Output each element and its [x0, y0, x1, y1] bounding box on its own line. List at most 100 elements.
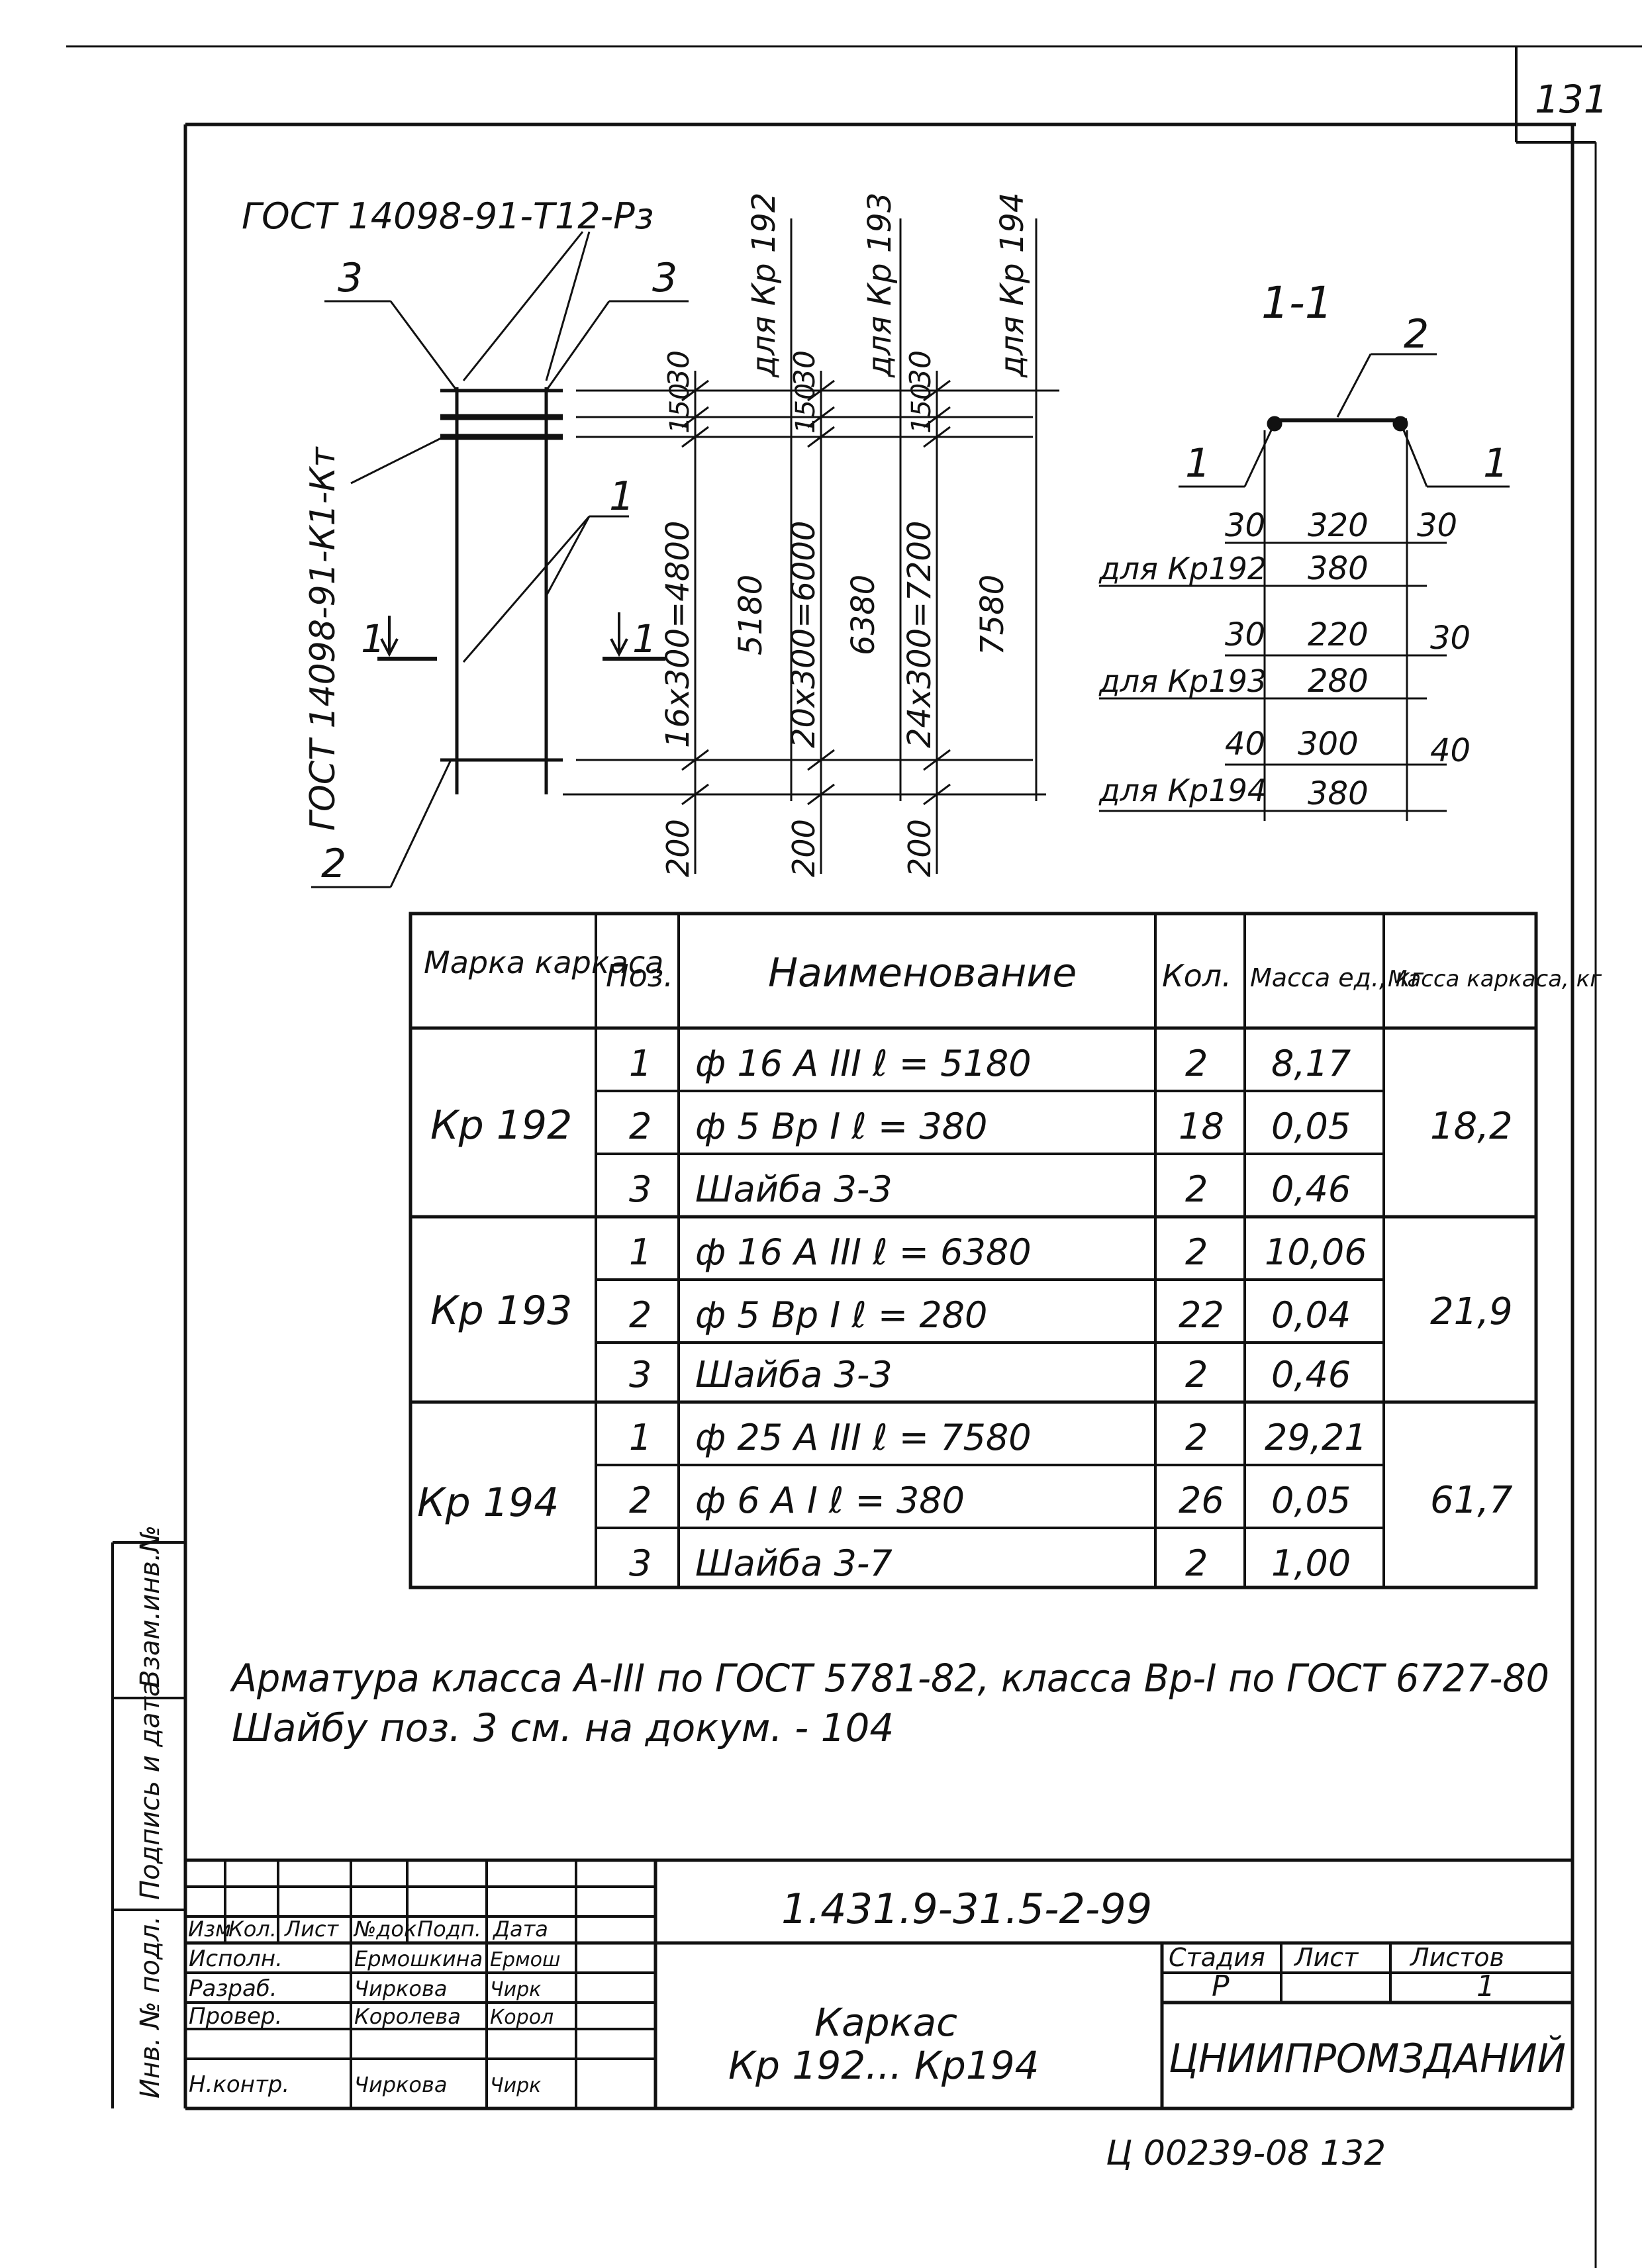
tb-header-list: Лист [284, 1916, 339, 1942]
header-qty: Кол. [1162, 958, 1232, 994]
header-mass-frame: Масса каркаса, кг [1388, 966, 1602, 992]
section-pos1-left: 1 [1185, 440, 1210, 487]
table-cell: 26 [1179, 1480, 1224, 1521]
for-kp194-label: для Кр 194 [994, 193, 1031, 378]
dim-150-kp193: 150 [791, 383, 821, 434]
table-cell: ф 6 А I ℓ = 380 [695, 1480, 965, 1521]
table-cell: ф 16 А III ℓ = 6380 [695, 1231, 1032, 1273]
table-cell: 2 [629, 1294, 652, 1336]
header-pos: Поз. [606, 958, 673, 994]
callout-pos1: 1 [609, 473, 634, 520]
table-cell: ф 16 А III ℓ = 5180 [695, 1043, 1032, 1084]
for-kp192-label: для Кр 192 [746, 193, 783, 378]
section-pos1-right: 1 [1483, 440, 1508, 487]
table-cell: 2 [1185, 1043, 1208, 1084]
length-kp193: 6380 [845, 575, 882, 655]
title-block-grid [185, 1858, 1572, 2108]
section-mark-right: 1 [632, 616, 657, 661]
sheets-label: Листов [1409, 1943, 1504, 1972]
dim-spacing-kp192: 16х300=4800 [659, 521, 697, 748]
table-cell: 2 [1185, 1417, 1208, 1458]
doc-title-line1: Каркас [814, 2000, 957, 2045]
doc-code: 1.431.9-31.5-2-99 [781, 1885, 1152, 1933]
dim-top-kp192: 30 [662, 350, 696, 387]
table-cell: 1 [629, 1043, 652, 1084]
table-cell: 10,06 [1265, 1231, 1367, 1273]
side-stamp-grid [111, 1541, 185, 2108]
tb-signature: Чирк [490, 1978, 541, 2001]
for-kp193-label: для Кр 193 [861, 193, 898, 378]
section-r3-mid: 220 [1308, 616, 1369, 653]
section-r5-left: 40 [1225, 726, 1265, 763]
table-cell: 8,17 [1271, 1043, 1351, 1084]
section-pos2: 2 [1404, 311, 1429, 357]
dim-bottom-kp192: 200 [660, 819, 696, 877]
page-number: 131 [1535, 77, 1608, 122]
tb-header-podp: Подп. [417, 1916, 481, 1942]
header-name: Наименование [768, 950, 1077, 996]
table-cell: ф 25 А III ℓ = 7580 [695, 1417, 1032, 1458]
note-line-2: Шайбу поз. 3 см. на докум. - 104 [232, 1705, 894, 1750]
sheets-value: 1 [1476, 1969, 1495, 2003]
stage-value: Р [1212, 1969, 1230, 2003]
side-replaced-inv: Взам.инв.№ [135, 1525, 166, 1688]
archive-number: Ц 00239-08 132 [1106, 2134, 1386, 2173]
table-cell: 29,21 [1265, 1417, 1367, 1458]
table-cell: 1 [629, 1417, 652, 1458]
tb-role: Исполн. [189, 1946, 283, 1972]
section-r2-mid: 380 [1308, 550, 1369, 587]
gost-washer-label: ГОСТ 14098-91-Т12-Рз [242, 195, 653, 237]
table-cell: 0,05 [1271, 1480, 1351, 1521]
table-cell: 2 [1185, 1168, 1208, 1210]
dimension-chains [563, 218, 1059, 874]
dim-150-kp194: 150 [906, 383, 937, 434]
tb-role: Н.контр. [189, 2071, 289, 2098]
tb-role: Провер. [189, 2003, 282, 2030]
organization: ЦНИИПРОМЗДАНИЙ [1169, 2035, 1566, 2082]
note-line-1: Арматура класса А-III по ГОСТ 5781-82, к… [229, 1656, 1549, 1701]
dim-spacing-kp193: 20х300=6000 [785, 521, 822, 748]
dim-bottom-kp193: 200 [786, 819, 822, 877]
tb-role: Разраб. [189, 1975, 277, 2002]
callout-pos2: 2 [321, 841, 346, 887]
frame-elevation [311, 231, 689, 888]
table-cell: 3 [629, 1168, 652, 1210]
dim-150-kp192: 150 [665, 383, 695, 434]
table-cell: 0,46 [1271, 1354, 1351, 1395]
tb-header-ndok: №док. [353, 1916, 423, 1942]
doc-title-line2: Кр 192... Кр194 [728, 2043, 1040, 2088]
callout-pos3-left: 3 [338, 255, 363, 301]
section-r4-mid: 280 [1308, 663, 1369, 700]
tb-signature: Чирк [490, 2074, 541, 2097]
dim-bottom-kp194: 200 [902, 819, 938, 877]
table-cell: 1 [629, 1231, 652, 1273]
table-cell: 0,46 [1271, 1168, 1351, 1210]
section-r4-label: для Кр193 [1098, 663, 1267, 699]
tb-header-data: Дата [492, 1916, 548, 1942]
row-mass-kp192: 18,2 [1430, 1105, 1513, 1148]
tb-signature: Ермош [490, 1948, 560, 1971]
callout-pos3-right: 3 [652, 255, 677, 301]
tb-person: Чиркова [354, 1976, 447, 2001]
section-mark-left: 1 [361, 616, 385, 661]
section-r2-label: для Кр192 [1098, 551, 1267, 587]
length-kp192: 5180 [732, 575, 769, 655]
table-cell: 0,05 [1271, 1106, 1351, 1147]
table-cell: Шайба 3-7 [695, 1542, 893, 1584]
tb-person: Чиркова [354, 2072, 447, 2097]
tb-signature: Корол [490, 2006, 554, 2029]
dim-top-kp194: 30 [904, 350, 938, 387]
table-cell: ф 5 Вр I ℓ = 280 [695, 1294, 987, 1336]
table-cell: 2 [629, 1106, 652, 1147]
row-mark-kp194: Кр 194 [417, 1480, 559, 1526]
table-cell: 2 [1185, 1231, 1208, 1273]
tb-person: Королева [354, 2004, 461, 2029]
table-cell: 2 [1185, 1354, 1208, 1395]
section-title: 1-1 [1261, 277, 1333, 328]
section-r6-mid: 380 [1308, 775, 1369, 812]
length-kp194: 7580 [974, 575, 1011, 655]
row-mark-kp193: Кр 193 [430, 1288, 572, 1334]
table-cell: Шайба 3-3 [695, 1168, 893, 1210]
table-cell: 0,04 [1271, 1294, 1351, 1336]
